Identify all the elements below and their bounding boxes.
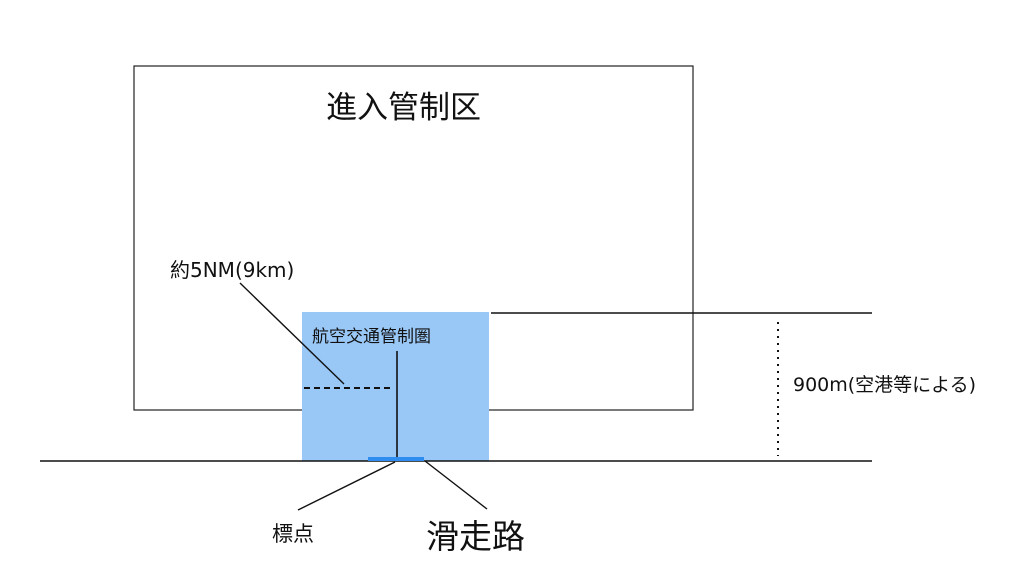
radius-leader-line [239,282,345,385]
height-label: 900m(空港等による) [793,374,977,396]
runway-leader-line [424,460,488,510]
radius-label: 約5NM(9km) [170,258,295,282]
traffic-control-zone-box [302,312,489,461]
reference-point-leader-line [297,461,396,511]
runway-label: 滑走路 [426,517,525,556]
reference-point-label: 標点 [272,522,314,546]
traffic-control-zone-label: 航空交通管制圏 [312,327,431,347]
approach-control-area-label: 進入管制区 [326,90,481,126]
